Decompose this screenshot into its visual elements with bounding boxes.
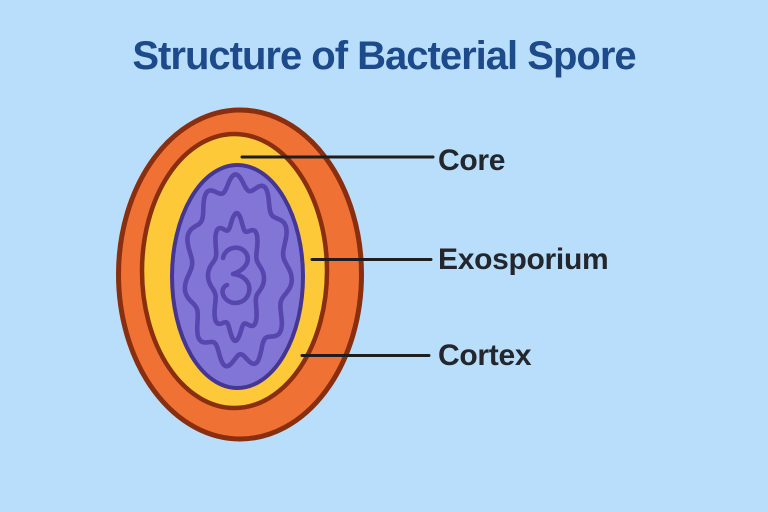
core-inner-wavy-contour <box>205 210 267 344</box>
core-center-coil <box>220 245 252 306</box>
core-label: Core <box>438 144 506 177</box>
exosporium-label: Exosporium <box>438 243 609 276</box>
cortex-label: Cortex <box>438 339 532 372</box>
page-title: Structure of Bacterial Spore <box>132 34 636 78</box>
core-outer-wavy-contour <box>182 172 295 369</box>
